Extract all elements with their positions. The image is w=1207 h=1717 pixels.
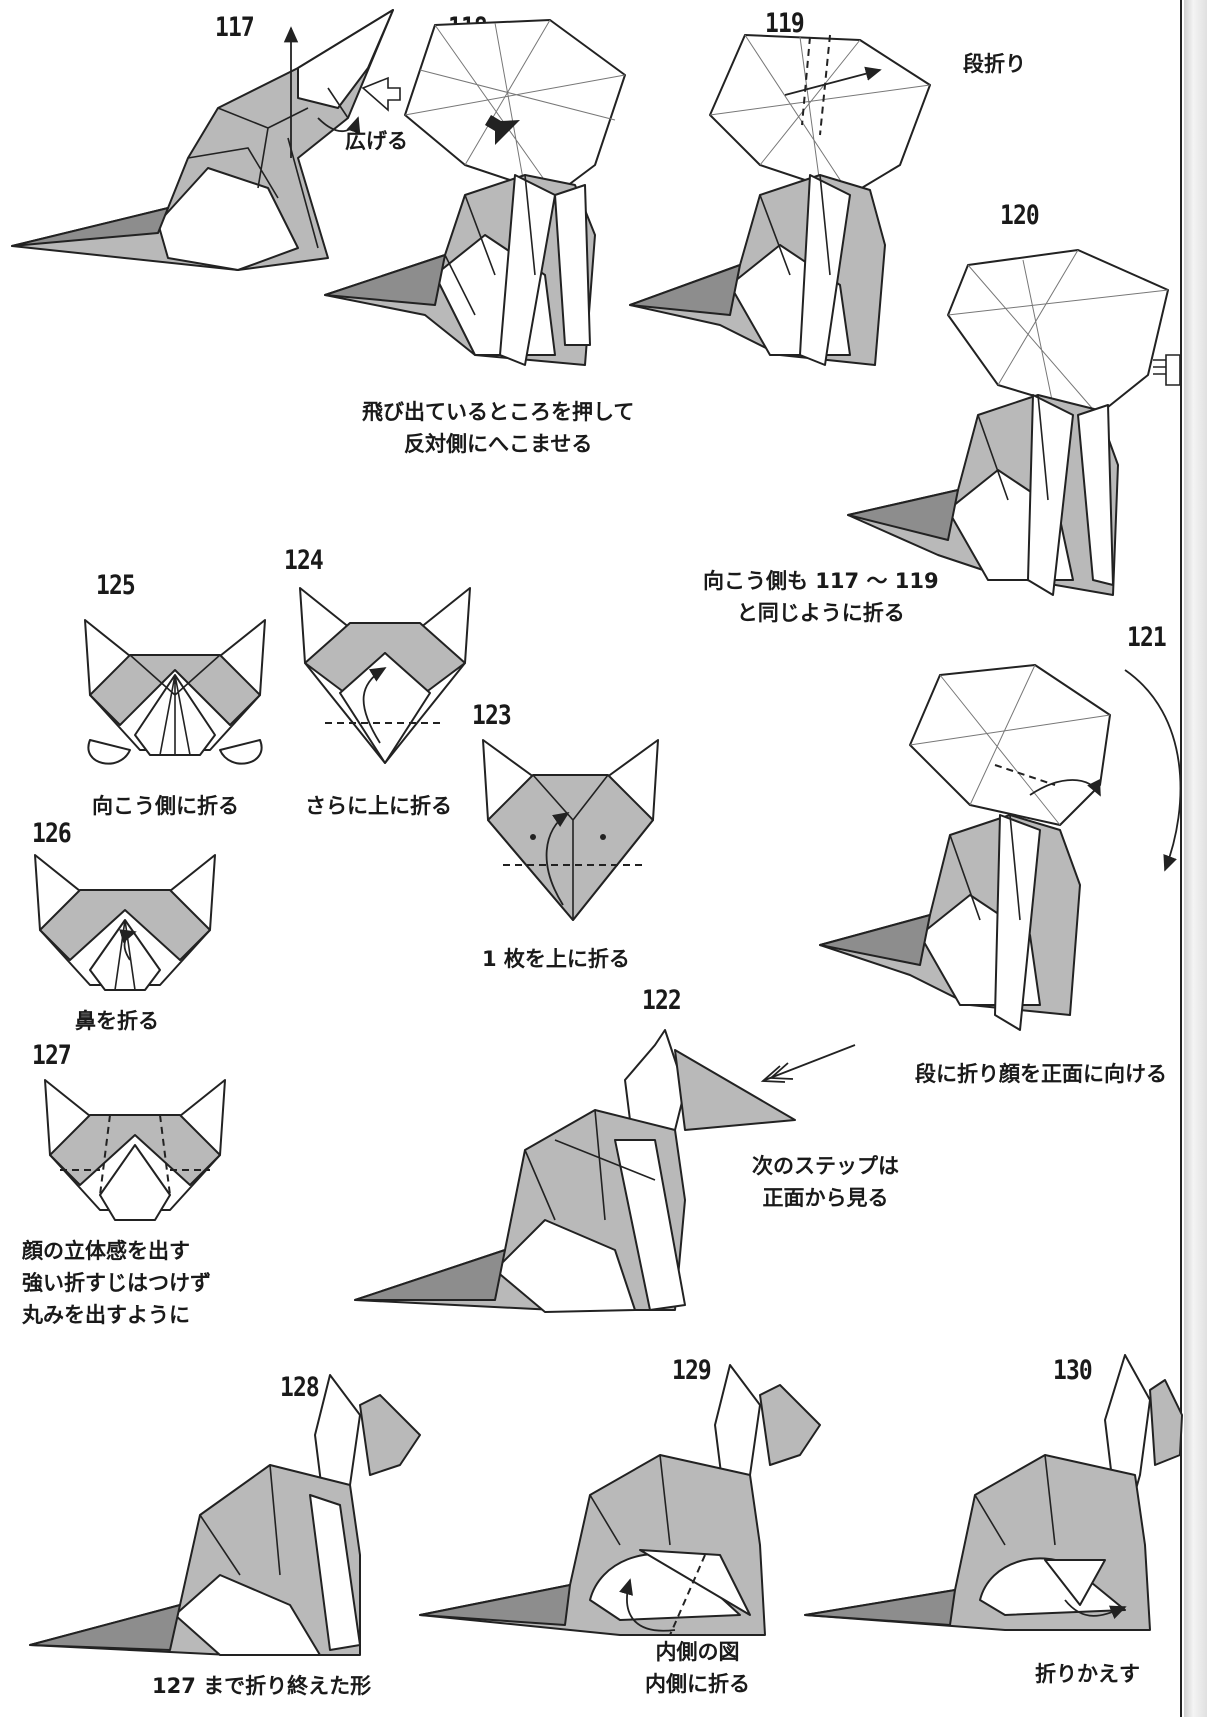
step-127-caption: 顔の立体感を出す 強い折すじはつけず 丸みを出すように	[22, 1235, 211, 1331]
step-125-number: 125	[96, 570, 136, 601]
step-125-figure	[84, 619, 266, 765]
step-128-number: 128	[280, 1372, 320, 1403]
step-118-caption-line2: 反対側にへこませる	[404, 432, 593, 456]
step-127-caption-line1: 顔の立体感を出す	[22, 1239, 190, 1263]
step-128-caption: 127 まで折り終えた形	[152, 1674, 372, 1698]
step-119-figure	[629, 34, 931, 366]
step-127-number: 127	[32, 1040, 72, 1071]
step-129-caption-line1: 内側の図	[655, 1640, 740, 1664]
step-123-figure	[482, 739, 659, 921]
step-129-caption-line2: 内側に折る	[645, 1672, 750, 1696]
step-122-caption: 次のステップは 正面から見る	[752, 1150, 899, 1214]
step-121-figure	[819, 664, 1182, 1031]
step-118-caption: 飛び出ているところを押して 反対側にへこませる	[362, 396, 634, 460]
step-129-caption: 内側の図 内側に折る	[645, 1636, 750, 1700]
step-122-figure	[354, 1029, 796, 1313]
step-126-figure	[34, 854, 216, 991]
push-arrow-icon	[361, 76, 401, 112]
step-118-figure	[324, 19, 626, 366]
step-127-caption-line3: 丸みを出すように	[22, 1303, 190, 1327]
step-120-caption-line2: と同じように折る	[736, 601, 905, 625]
step-120-figure	[847, 249, 1181, 596]
step-122-number: 122	[642, 985, 682, 1016]
step-120-caption: 向こう側も 117 ～ 119 と同じように折る	[703, 565, 939, 629]
step-119-number: 119	[765, 8, 805, 39]
curved-arrow-icon	[1124, 669, 1182, 872]
step-121-caption: 段に折り顔を正面に向ける	[915, 1062, 1167, 1086]
step-117-figure	[11, 9, 401, 271]
step-127-figure	[44, 1079, 226, 1221]
step-122-caption-line1: 次のステップは	[752, 1154, 899, 1178]
step-126-caption: 鼻を折る	[75, 1009, 159, 1033]
step-122-caption-line2: 正面から見る	[762, 1186, 889, 1210]
step-126-number: 126	[32, 818, 72, 849]
step-123-caption: 1 枚を上に折る	[482, 947, 630, 971]
step-130-number: 130	[1053, 1355, 1093, 1386]
step-124-caption: さらに上に折る	[305, 794, 452, 818]
step-125-caption: 向こう側に折る	[92, 794, 239, 818]
step-123-number: 123	[472, 700, 512, 731]
step-119-caption: 段折り	[963, 52, 1026, 76]
arrow-icon	[784, 66, 882, 96]
step-118-caption-line1: 飛び出ているところを押して	[362, 400, 635, 424]
step-124-number: 124	[284, 545, 324, 576]
step-117-caption: 広げる	[345, 129, 408, 153]
step-127-caption-line2: 強い折すじはつけず	[22, 1271, 211, 1295]
step-120-caption-line1: 向こう側も 117 ～ 119	[703, 569, 939, 593]
page-frame	[1180, 0, 1182, 1717]
step-117-number: 117	[215, 12, 255, 43]
step-121-number: 121	[1127, 622, 1167, 653]
step-129-figure	[419, 1364, 821, 1636]
step-129-number: 129	[672, 1355, 712, 1386]
step-120-number: 120	[1000, 200, 1040, 231]
eye-view-icon	[760, 1044, 856, 1083]
step-128-figure	[29, 1374, 421, 1656]
push-arrow-icon	[485, 115, 520, 145]
page-edge	[1184, 0, 1207, 1717]
step-130-figure	[804, 1354, 1183, 1631]
hand-icon	[1153, 354, 1181, 386]
step-124-figure	[299, 587, 471, 764]
step-130-caption: 折りかえす	[1035, 1662, 1140, 1686]
